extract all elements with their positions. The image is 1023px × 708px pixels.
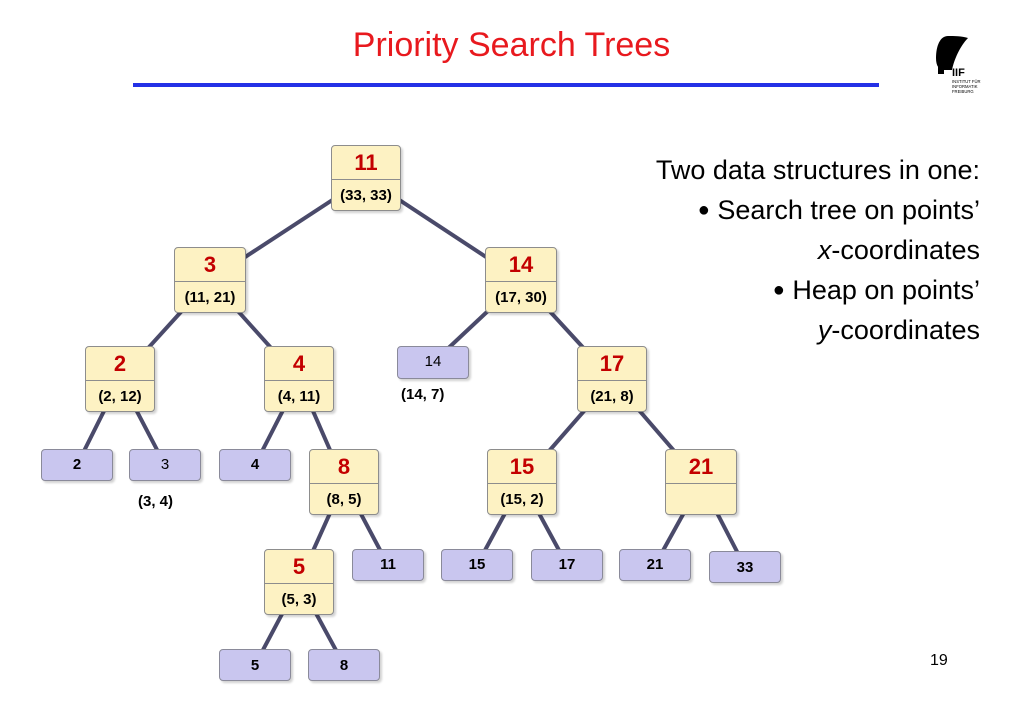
node-key: 21 — [666, 450, 736, 484]
logo-subtext-2: INFORMATIK — [952, 84, 978, 89]
leaf-key: 17 — [558, 556, 576, 573]
node-point: (2, 12) — [98, 388, 142, 405]
description-bullet-1: ● Search tree on points’ — [520, 190, 980, 230]
tree-leaf-4: 4 — [219, 449, 291, 481]
leaf-key: 33 — [736, 559, 754, 576]
node-point: (8, 5) — [326, 491, 362, 508]
leaf-key: 4 — [250, 456, 260, 473]
logo-text: IIF — [952, 67, 965, 79]
node-point: (11, 21) — [184, 289, 236, 306]
tree-leaf-3: 3 — [129, 449, 201, 481]
tree-leaf-8: 8 — [308, 649, 380, 681]
node-point — [666, 484, 736, 516]
title-underline — [133, 83, 879, 87]
description-heading: Two data structures in one: — [655, 155, 980, 185]
node-key: 14 — [486, 248, 556, 282]
tree-node-21: 21 — [665, 449, 737, 515]
description-bullet-1-cont: x-coordinates — [520, 230, 980, 270]
tree-node-11: 11 (33, 33) — [331, 145, 401, 211]
tree-leaf-17: 17 — [531, 549, 603, 581]
tree-leaf-5: 5 — [219, 649, 291, 681]
bullet-text-cont: -coordinates — [831, 235, 980, 265]
tree-leaf-2: 2 — [41, 449, 113, 481]
node-point: (21, 8) — [590, 388, 634, 405]
tree-node-14: 14 (17, 30) — [485, 247, 557, 313]
page-number: 19 — [930, 652, 948, 669]
leaf-point-label: (3, 4) — [138, 493, 174, 510]
node-key: 17 — [578, 347, 646, 381]
node-key: 11 — [332, 146, 400, 180]
description-text: Two data structures in one: ● Search tre… — [520, 150, 980, 350]
bullet-text-cont: -coordinates — [831, 315, 980, 345]
leaf-key: 11 — [380, 556, 396, 573]
bullet-italic: y — [817, 315, 832, 345]
tree-leaf-15: 15 — [441, 549, 513, 581]
leaf-key: 15 — [468, 556, 486, 573]
tree-leaf-14: 14 — [397, 346, 469, 379]
tree-node-15: 15 (15, 2) — [487, 449, 557, 515]
node-key: 4 — [265, 347, 333, 381]
bullet-icon: ● — [697, 199, 710, 221]
tree-node-3: 3 (11, 21) — [174, 247, 246, 313]
tree-node-5: 5 (5, 3) — [264, 549, 334, 615]
leaf-key: 5 — [250, 657, 260, 674]
node-key: 5 — [265, 550, 333, 584]
node-key: 2 — [86, 347, 154, 381]
description-bullet-2-cont: y-coordinates — [520, 310, 980, 350]
tree-node-4: 4 (4, 11) — [264, 346, 334, 412]
bullet-text: Heap on points’ — [792, 275, 980, 305]
leaf-key: 21 — [646, 556, 664, 573]
node-point: (5, 3) — [281, 591, 317, 608]
leaf-point-label: (14, 7) — [401, 386, 445, 403]
leaf-key: 14 — [424, 353, 442, 370]
leaf-key: 2 — [72, 456, 82, 473]
tree-node-8: 8 (8, 5) — [309, 449, 379, 515]
page-title: Priority Search Trees — [352, 26, 671, 64]
tree-leaf-33: 33 — [709, 551, 781, 583]
node-key: 15 — [488, 450, 556, 484]
logo-subtext-1: INSTITUT FÜR — [952, 79, 981, 84]
node-point: (33, 33) — [340, 187, 392, 204]
bullet-text: Search tree on points’ — [717, 195, 980, 225]
tree-leaf-11: 11 — [352, 549, 424, 581]
node-key: 8 — [310, 450, 378, 484]
logo-subtext-3: FREIBURG — [952, 89, 974, 94]
tree-node-2: 2 (2, 12) — [85, 346, 155, 412]
leaf-key: 3 — [160, 456, 170, 473]
node-point: (17, 30) — [495, 289, 547, 306]
description-bullet-2: ● Heap on points’ — [520, 270, 980, 310]
node-key: 3 — [175, 248, 245, 282]
node-point: (4, 11) — [277, 388, 321, 405]
bullet-icon: ● — [772, 279, 785, 301]
iif-logo: IIF INSTITUT FÜR INFORMATIK FREIBURG — [936, 36, 981, 94]
tree-leaf-21: 21 — [619, 549, 691, 581]
tree-node-17: 17 (21, 8) — [577, 346, 647, 412]
bullet-italic: x — [817, 235, 832, 265]
leaf-key: 8 — [339, 657, 349, 674]
node-point: (15, 2) — [500, 491, 544, 508]
